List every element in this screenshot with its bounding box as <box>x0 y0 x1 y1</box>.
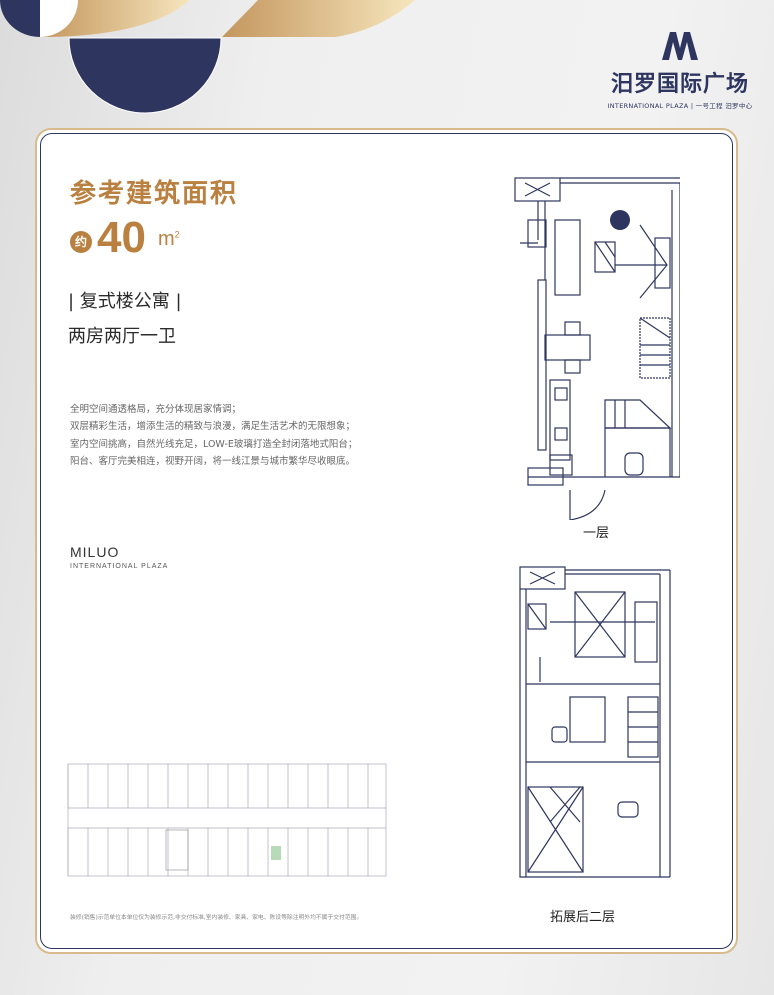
description-line: 双层精彩生活，增添生活的精致与浪漫，满足生活艺术的无限想象； <box>70 421 356 433</box>
area-value: 40 <box>97 213 146 262</box>
decorative-header-shapes <box>0 0 415 114</box>
footnote: 装修(销售)示范单位本单位仅为装修示范,非交付标准,室内装修、家具、家电、陈设等… <box>70 915 363 921</box>
logo-name-en: INTERNATIONAL PLAZA | 一号工程 汨罗中心 <box>607 102 753 110</box>
floor-plan-level1-label: 一层 <box>583 526 610 541</box>
gold-ribbon-right <box>222 0 415 37</box>
navy-half-circle <box>68 37 222 114</box>
brand-line1: MILUO <box>70 544 120 560</box>
unit-type: | 复式楼公寓 | <box>68 291 182 312</box>
floor-plan-level2-label: 拓展后二层 <box>550 910 616 925</box>
navy-quarter-circle <box>0 0 40 37</box>
brand-line2: INTERNATIONAL PLAZA <box>70 563 169 570</box>
building-key-plan <box>67 763 387 877</box>
logo-name-cn: 汨罗国际广场 <box>610 72 749 97</box>
description: 全明空间通透格局，充分体现居家情调； 双层精彩生活，增添生活的精致与浪漫，满足生… <box>70 401 357 470</box>
floor-plan-level2 <box>519 566 671 878</box>
white-quarter-circle <box>40 0 78 37</box>
round-table-icon <box>610 210 630 230</box>
brand-logo: 汨罗国际广场 INTERNATIONAL PLAZA | 一号工程 汨罗中心 <box>600 30 760 110</box>
approx-badge: 约 <box>70 231 92 253</box>
description-line: 全明空间通透格局，充分体现居家情调； <box>70 404 242 415</box>
room-layout: 两房两厅一卫 <box>68 326 176 347</box>
area-title: 参考建筑面积 <box>70 179 239 209</box>
gold-ribbon-left <box>40 0 190 37</box>
floor-plan-level1 <box>514 177 680 520</box>
area-unit: m2 <box>158 228 180 251</box>
description-line: 室内空间挑高，自然光线充足，LOW-E玻璃打造全封闭落地式阳台； <box>70 438 358 450</box>
unit-sup: 2 <box>174 229 180 240</box>
m-logo-icon <box>662 32 698 60</box>
unit-m: m <box>158 228 175 250</box>
description-line: 阳台、客厅完美相连，视野开阔，将一线江景与城市繁华尽收眼底。 <box>70 455 356 467</box>
